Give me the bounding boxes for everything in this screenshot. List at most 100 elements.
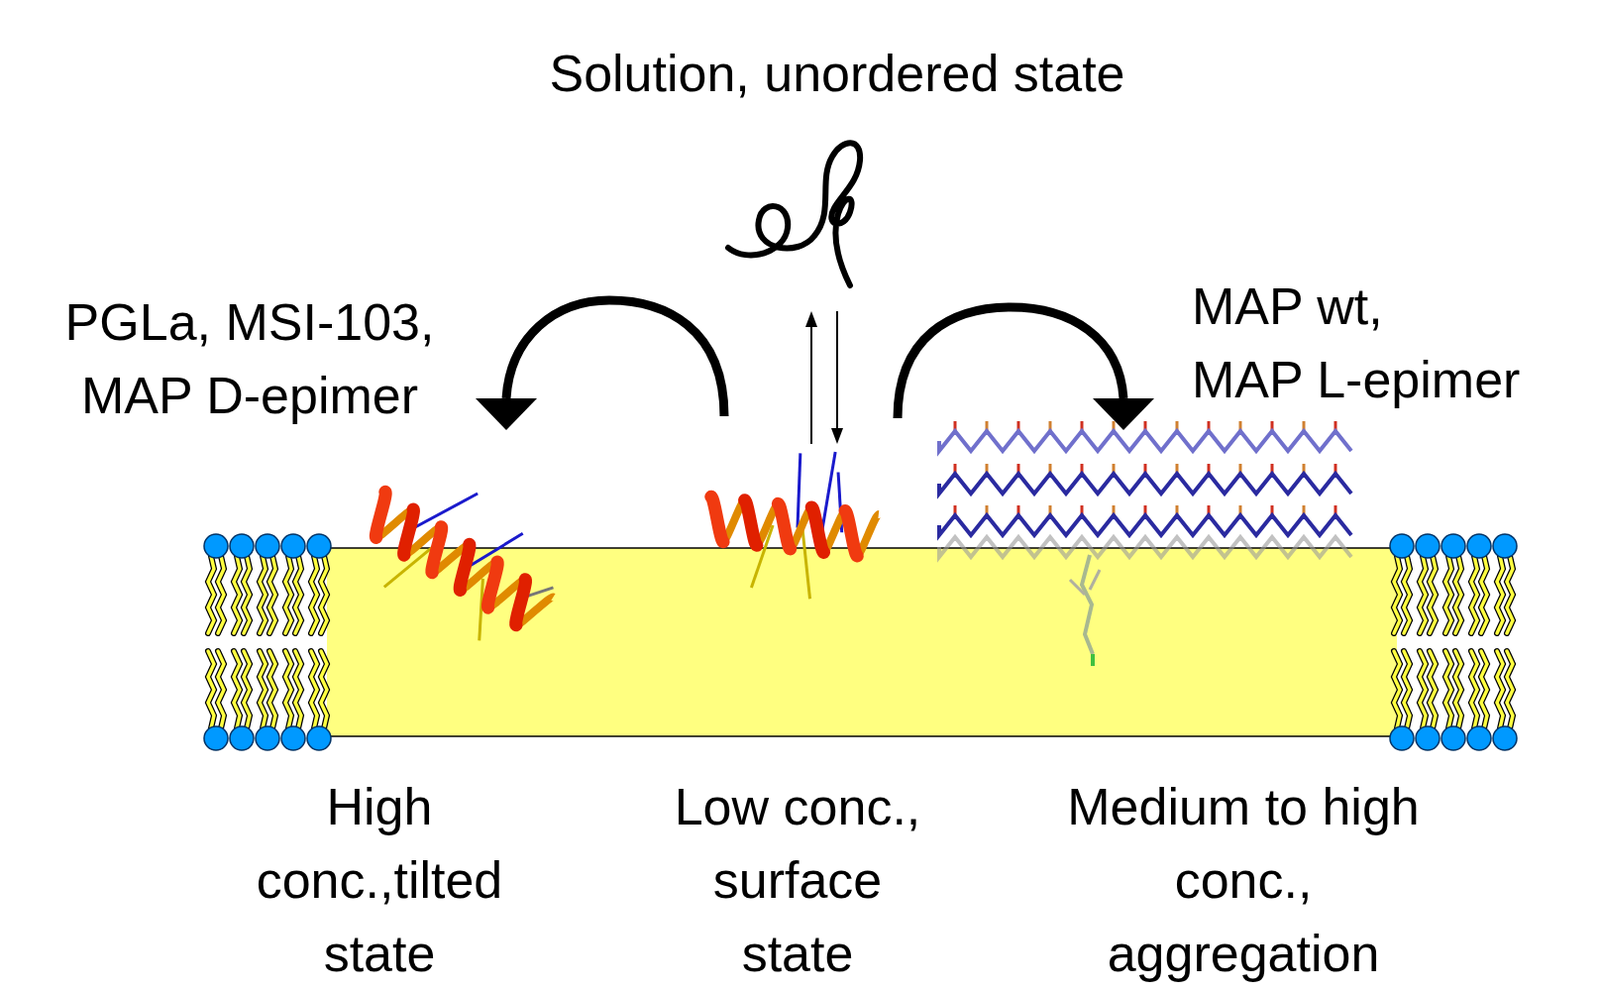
lipid-head [204,533,228,558]
helix-ribbon [474,561,512,608]
equilibrium-arrow [836,311,839,430]
lipid-tail [233,555,240,634]
lipid-tail [295,555,302,634]
side-chain [822,451,836,532]
helix-ribbon [445,543,483,590]
lipid-tail [208,650,214,729]
state-label: High conc.,tilted state [256,769,504,990]
lipid-tail [1471,555,1478,634]
lipid-tail [269,555,276,634]
lipid-tail [285,650,292,729]
lipid-tail [1403,555,1410,634]
lipid-tail [269,650,276,729]
lipid-tail [1429,650,1436,729]
lipid-tail [1506,650,1513,729]
lipid-tail [1393,555,1400,634]
lipid-tail [311,555,318,634]
lipid-tail [243,555,250,634]
lipid-head [1441,726,1466,750]
lipid-tail [1419,650,1426,729]
arrowhead [805,311,818,327]
lipid-tail [259,555,266,634]
lipid-tail [217,555,224,634]
lipid-head [255,533,280,558]
lipid-tail [1393,555,1400,634]
equilibrium-arrow [810,324,813,444]
lipid-head [307,533,331,558]
lipid-head [1493,726,1517,750]
lipid-tail [285,650,292,729]
membrane-band [326,547,1397,737]
alpha-helix [701,439,885,606]
lipid-tail [208,650,214,729]
lipid-head [229,533,254,558]
lipid-head [204,726,228,750]
lipid-tail [1496,650,1503,729]
lipid-tail [1445,650,1452,729]
lipid-tail [1496,555,1503,634]
lipid-tail [259,650,266,729]
arrowhead [475,398,537,430]
beta-strand [939,515,1352,535]
lipid-tail [1419,555,1426,634]
helix-ribbon [362,491,400,537]
lipid-head [281,533,306,558]
helix-ribbon [840,510,862,556]
helix-ribbon [390,509,427,555]
lipid-tail [243,650,250,729]
lipid-tail [311,650,318,729]
lipid-tail [217,555,224,634]
lipid-tail [269,555,276,634]
lipid-tail [1481,650,1488,729]
side-chain [1081,554,1093,654]
lipid-head [1441,533,1466,558]
lipid-tail [1429,650,1436,729]
lipid-tail [233,555,240,634]
peptide-label: MAP wt, MAP L-epimer [1191,269,1520,417]
lipid-tail [1496,650,1503,729]
peptide-label: PGLa, MSI-103, MAP D-epimer [65,285,435,432]
lipid-tail [1471,650,1478,729]
lipid-tail [1419,555,1426,634]
beta-strand [939,473,1352,494]
lipid-tail [320,555,327,634]
lipid-tail [1403,650,1410,729]
lipid-head [1467,533,1492,558]
lipid-head [281,726,306,750]
lipid-tail [233,650,240,729]
state-label: Low conc., surface state [674,769,922,990]
helix-ribbon [706,496,729,542]
lipid-tail [1455,555,1462,634]
lipid-tail [259,555,266,634]
lipid-tail [1445,555,1452,634]
lipid-tail [1429,555,1436,634]
membrane-edge [326,735,1397,738]
beta-sheet [939,421,1352,666]
lipid-tail [285,555,292,634]
lipid-tail [259,650,266,729]
lipid-tail [243,650,250,729]
lipid-tail [1506,555,1513,634]
lipid-head [307,726,331,750]
helix-ribbon [502,579,539,626]
lipid-tail [1445,650,1452,729]
helix-ribbon [773,503,796,549]
lipid-head [1389,533,1414,558]
arrowhead [1092,398,1155,430]
helix-ribbon [740,500,762,546]
state-label: Solution, unordered state [548,36,1125,110]
lipid-tail [1481,650,1488,729]
lipid-tail [1481,555,1488,634]
lipid-tail [320,555,327,634]
lipid-tail [320,650,327,729]
random-coil [728,142,860,286]
lipid-tail [1481,555,1488,634]
lipid-tail [1496,555,1503,634]
lipid-tail [1403,555,1410,634]
arrowhead [831,427,844,444]
lipid-tail [1445,555,1452,634]
lipid-tail [1393,650,1400,729]
side-chain [1069,569,1100,595]
lipid-head [1493,533,1517,558]
